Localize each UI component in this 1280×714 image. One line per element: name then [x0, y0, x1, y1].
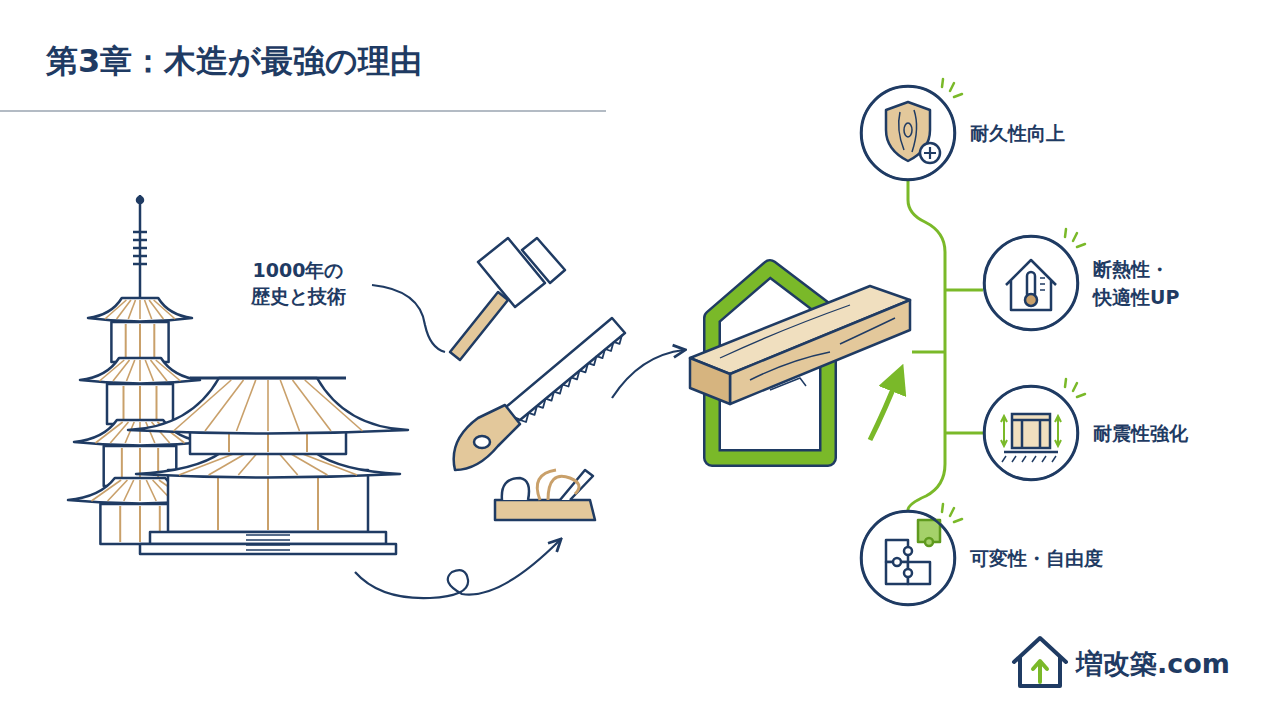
circle-outline — [983, 235, 1079, 331]
hammer-drawing — [450, 238, 565, 360]
circle-outline — [983, 385, 1079, 481]
benefit-label: 耐久性向上 — [970, 119, 1065, 148]
benefit-label: 断熱性・ 快適性UP — [1093, 255, 1193, 312]
benefit-label: 可変性・自由度 — [970, 544, 1103, 573]
circle-outline — [860, 85, 956, 181]
benefit-circle: 耐久性向上 — [860, 85, 1065, 181]
branch-lines — [908, 181, 983, 510]
circle-outline — [860, 510, 956, 606]
benefit-circle: 可変性・自由度 — [860, 510, 1103, 606]
benefit-label: 耐震性強化 — [1093, 419, 1188, 448]
spark-marks — [942, 79, 1085, 522]
thermo-house-icon — [1006, 260, 1056, 310]
logo-icon — [1014, 638, 1066, 686]
flow-arrow — [355, 540, 560, 598]
history-label: 1000年の 歴史と技術 — [244, 258, 352, 309]
saw-drawing — [454, 318, 625, 470]
puzzle-icon — [886, 520, 940, 584]
quake-frame-icon — [1001, 414, 1061, 462]
shield-icon — [886, 102, 940, 163]
benefit-circle: 耐震性強化 — [983, 385, 1188, 481]
leader-line — [372, 285, 445, 352]
slide-title: 第3章：木造が最強の理由 — [46, 40, 422, 84]
flow-arrow — [612, 350, 684, 398]
logo-text: 増改築.com — [1076, 646, 1230, 682]
benefit-circle: 断熱性・ 快適性UP — [983, 235, 1193, 331]
plane-drawing — [495, 470, 595, 520]
title-rule — [0, 110, 606, 112]
temple-drawing — [128, 378, 408, 554]
wood-frame-icon — [690, 268, 910, 458]
